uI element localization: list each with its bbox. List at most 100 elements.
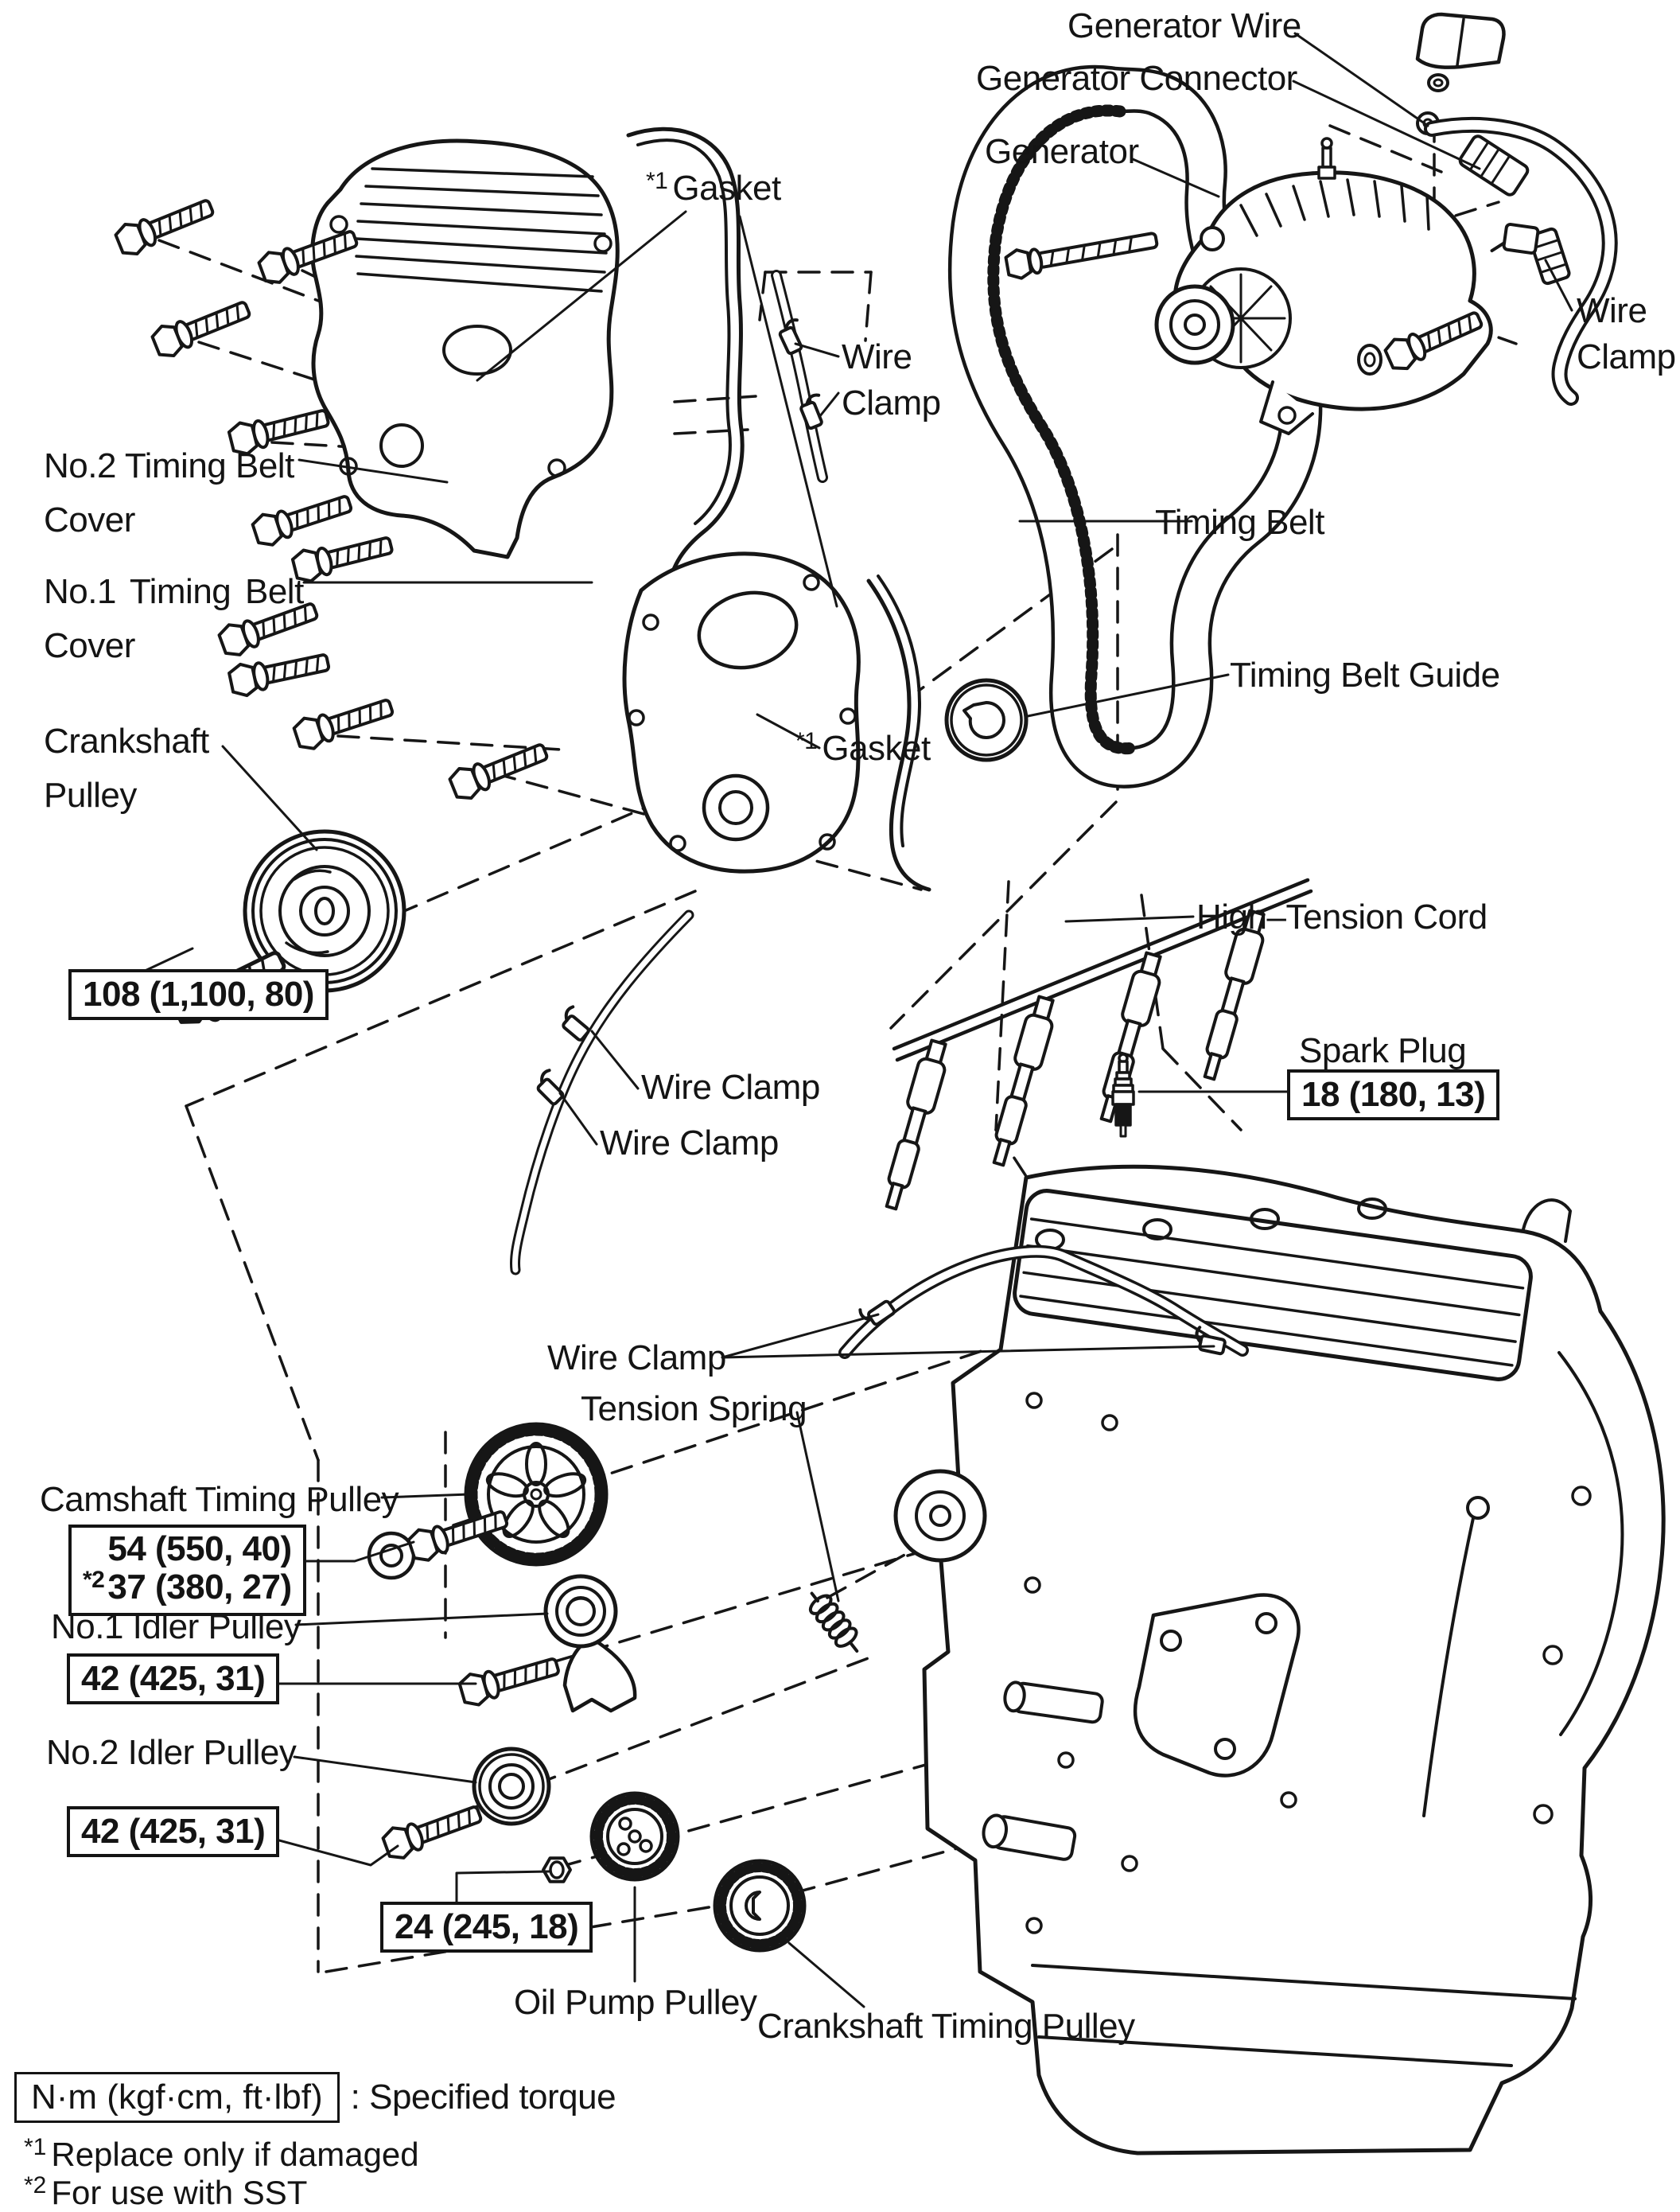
crankshaft-pulley-drawing bbox=[243, 829, 406, 993]
no1-cover-line2: Cover bbox=[44, 626, 135, 665]
cam-torque-footnote-mark: *2 bbox=[83, 1567, 105, 1593]
gasket-word: Gasket bbox=[672, 169, 781, 208]
label-generator-connector: Generator Connector bbox=[976, 59, 1297, 98]
label-no2-idler-pulley: No.2 Idler Pulley bbox=[46, 1733, 297, 1772]
leader-gasket1-b bbox=[738, 215, 838, 608]
spark-plug-drawing bbox=[1111, 1053, 1135, 1138]
leader-wire-clamp-tm-a bbox=[794, 342, 840, 358]
label-no1-timing-belt-cover: No.1 Timing Belt Cover bbox=[44, 565, 304, 673]
label-oil-pump-pulley: Oil Pump Pulley bbox=[514, 1983, 757, 2022]
no2-cover-line2: Cover bbox=[44, 500, 135, 539]
no1-idler-pulley-drawing bbox=[543, 1574, 637, 1713]
leader-lines bbox=[140, 32, 1573, 2008]
crankshaft-timing-pulley-drawing bbox=[713, 1859, 807, 1953]
leader-wire-clamp-b1 bbox=[721, 1313, 880, 1359]
no1-cover-line1: No.1 Timing Belt bbox=[44, 572, 304, 611]
generator-mount-bolt-drawing bbox=[1003, 224, 1161, 282]
leader-ht-cord bbox=[1064, 915, 1195, 923]
label-wire-clamp-mid-2: Wire Clamp bbox=[600, 1124, 779, 1162]
torque-box-crankshaft-pulley-bolt: 108 (1,100, 80) bbox=[68, 969, 329, 1020]
torque-box-spark-plug: 18 (180, 13) bbox=[1287, 1069, 1500, 1120]
wire-top-middle-drawing bbox=[771, 270, 831, 483]
crank-pulley-line1: Crankshaft bbox=[44, 722, 209, 761]
leader-box24 bbox=[455, 1870, 550, 1906]
leader-no2-cover bbox=[298, 458, 449, 484]
leader-generator-wire bbox=[1293, 32, 1429, 127]
label-no1-idler-pulley: No.1 Idler Pulley bbox=[51, 1607, 301, 1646]
oil-pump-pulley-nut-drawing bbox=[542, 1856, 572, 1883]
wire-clamp-word1: Wire bbox=[1577, 291, 1647, 330]
torque-box-oil-pump-pulley-nut: 24 (245, 18) bbox=[380, 1902, 593, 1953]
leader-crank-pulley bbox=[221, 745, 318, 851]
torque-box-no1-idler-bolt: 42 (425, 31) bbox=[67, 1653, 280, 1704]
legend-unit-box: N·m (kgf·cm, ft·lbf) bbox=[14, 2072, 340, 2123]
label-crankshaft-pulley: Crankshaft Pulley bbox=[44, 715, 209, 823]
cam-torque-line2-value: 37 (380, 27) bbox=[107, 1567, 292, 1606]
label-spark-plug: Spark Plug bbox=[1299, 1031, 1467, 1070]
gasket-footnote-mark: *1 bbox=[646, 168, 668, 194]
gasket-word: Gasket bbox=[822, 729, 931, 768]
torque-box-camshaft-pulley-bolt: 54 (550, 40) *237 (380, 27) bbox=[68, 1525, 306, 1616]
generator-wire-clamp-drawing bbox=[1490, 223, 1540, 255]
leader-generator-connector bbox=[1292, 80, 1481, 170]
camshaft-timing-pulley-drawing bbox=[464, 1422, 609, 1567]
leader-no2-idler bbox=[293, 1755, 477, 1784]
label-timing-belt: Timing Belt bbox=[1155, 503, 1324, 542]
label-generator: Generator bbox=[985, 132, 1139, 171]
leader-belt-guide bbox=[1026, 673, 1230, 718]
leader-wire-clamp-m1 bbox=[590, 1030, 640, 1090]
leader-wire-clamp-b2 bbox=[721, 1345, 1215, 1359]
leader-no1-idler bbox=[294, 1612, 549, 1626]
timing-belt-guide-drawing bbox=[944, 678, 1029, 762]
note2-text: For use with SST bbox=[51, 2174, 308, 2211]
leader-gasket1-a bbox=[476, 210, 687, 382]
crank-pulley-line2: Pulley bbox=[44, 776, 137, 815]
label-timing-belt-guide: Timing Belt Guide bbox=[1230, 656, 1500, 695]
wire-clamp-word2: Clamp bbox=[1577, 337, 1676, 376]
leader-wire-clamp-tm-b bbox=[818, 391, 840, 419]
gasket-footnote-mark: *1 bbox=[795, 728, 818, 754]
label-camshaft-timing-pulley: Camshaft Timing Pulley bbox=[40, 1480, 399, 1519]
high-tension-cords-drawing bbox=[877, 878, 1313, 1213]
generator-pulley-drawing bbox=[1154, 284, 1235, 365]
no2-cover-line1: No.2 Timing Belt bbox=[44, 446, 294, 485]
note2-mark: *2 bbox=[24, 2172, 47, 2198]
generator-washer-drawing bbox=[1357, 344, 1382, 376]
engine-block-drawing bbox=[838, 1164, 1666, 2156]
legend-unit-desc: : Specified torque bbox=[350, 2077, 616, 2117]
label-no2-timing-belt-cover: No.2 Timing Belt Cover bbox=[44, 439, 294, 547]
label-crankshaft-timing-pulley: Crankshaft Timing Pulley bbox=[757, 2007, 1135, 2046]
leader-wire-clamp-m2 bbox=[558, 1092, 598, 1146]
leader-crank-gear bbox=[788, 1941, 865, 2008]
cam-torque-line2: *237 (380, 27) bbox=[83, 1567, 292, 1610]
no2-idler-bolt-drawing bbox=[379, 1797, 487, 1864]
wire-clamp-word2: Clamp bbox=[842, 384, 941, 423]
wire-clamp-word1: Wire bbox=[842, 337, 912, 376]
oil-pump-pulley-drawing bbox=[589, 1791, 680, 1882]
torque-box-no2-idler-bolt: 42 (425, 31) bbox=[67, 1806, 280, 1857]
note1-mark: *1 bbox=[24, 2134, 47, 2160]
note1-text: Replace only if damaged bbox=[51, 2136, 419, 2173]
generator-connector-drawing bbox=[1458, 134, 1530, 197]
label-wire-clamp-mid-1: Wire Clamp bbox=[641, 1068, 820, 1107]
label-wire-clamp-engine: Wire Clamp bbox=[547, 1338, 726, 1377]
leader-tension-spring bbox=[795, 1411, 840, 1603]
leader-box108 bbox=[140, 947, 194, 974]
leader-wire-clamp-tr bbox=[1544, 259, 1573, 312]
leader-gasket2 bbox=[756, 713, 821, 750]
label-wire-clamp-top-middle: Wire Clamp bbox=[842, 334, 941, 426]
no2-idler-pulley-drawing bbox=[472, 1747, 551, 1826]
wire-left-drawing bbox=[510, 909, 694, 1275]
no1-timing-belt-cover-drawing bbox=[622, 551, 931, 892]
no1-idler-bolt-drawing bbox=[456, 1649, 563, 1710]
label-generator-wire: Generator Wire bbox=[1068, 6, 1301, 45]
tension-spring-drawing bbox=[808, 1591, 859, 1653]
label-wire-clamp-top-right: Wire Clamp bbox=[1577, 288, 1676, 380]
cam-torque-line1: 54 (550, 40) bbox=[107, 1529, 292, 1568]
